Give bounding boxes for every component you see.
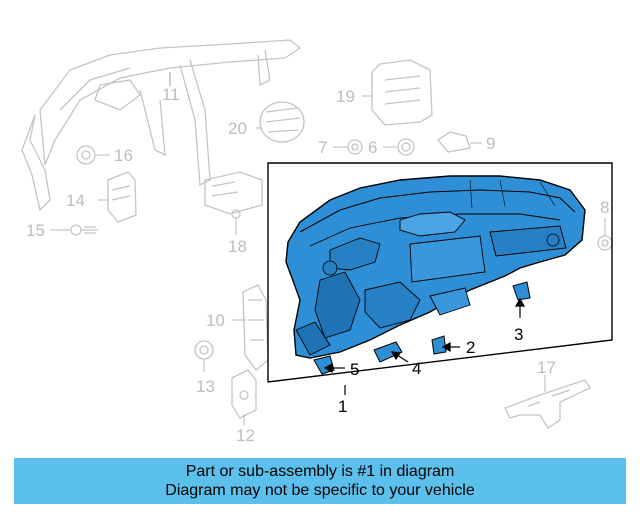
cross-car-beam xyxy=(21,39,302,212)
callout-8: 8 xyxy=(600,198,609,217)
side-panel-10 xyxy=(242,284,269,371)
callout-18: 18 xyxy=(228,237,247,256)
callout-leaders xyxy=(323,297,526,395)
callout-labels: 1 2 3 4 5 6 7 8 9 10 11 12 13 14 15 16 1… xyxy=(26,85,609,445)
clip-16 xyxy=(76,145,96,165)
control-module-18 xyxy=(204,171,263,219)
nut-8 xyxy=(597,235,613,251)
callout-3: 3 xyxy=(514,325,523,344)
callout-4: 4 xyxy=(412,359,421,378)
parts-diagram: 1 2 3 4 5 6 7 8 9 10 11 12 13 14 15 16 1… xyxy=(21,39,613,445)
callout-17: 17 xyxy=(537,358,556,377)
info-banner: Part or sub-assembly is #1 in diagram Di… xyxy=(14,458,626,504)
bracket-12 xyxy=(231,369,257,419)
callout-14: 14 xyxy=(66,191,85,210)
grommets xyxy=(347,138,415,156)
bolt-15 xyxy=(70,224,98,236)
ghost-leaders xyxy=(50,95,606,425)
callout-19: 19 xyxy=(336,87,355,106)
clip-9 xyxy=(437,131,471,153)
callout-7: 7 xyxy=(318,138,327,157)
callout-10: 10 xyxy=(206,311,225,330)
ghost-parts xyxy=(21,39,613,429)
callout-12: 12 xyxy=(236,426,255,445)
clip-2 xyxy=(431,335,447,355)
bracket-4 xyxy=(373,341,403,363)
callout-16: 16 xyxy=(114,146,133,165)
air-vent-center xyxy=(259,101,305,143)
bracket-17 xyxy=(504,379,591,429)
callout-5: 5 xyxy=(350,360,359,379)
box-small-parts xyxy=(313,281,531,375)
bracket-3 xyxy=(512,281,531,301)
callout-6: 6 xyxy=(368,138,377,157)
callout-1: 1 xyxy=(338,397,347,416)
callout-9: 9 xyxy=(486,134,495,153)
callout-13: 13 xyxy=(196,377,215,396)
banner-line-2: Diagram may not be specific to your vehi… xyxy=(165,482,475,499)
banner-line-1: Part or sub-assembly is #1 in diagram xyxy=(185,463,455,480)
callout-11: 11 xyxy=(162,85,180,104)
assembly-box xyxy=(267,162,613,383)
bracket-14 xyxy=(107,171,137,223)
callout-15: 15 xyxy=(26,221,45,240)
instrument-panel-highlight xyxy=(285,175,586,359)
grommet-13 xyxy=(194,340,214,360)
callout-2: 2 xyxy=(466,338,475,357)
callout-20: 20 xyxy=(228,119,247,138)
air-vent-right xyxy=(371,59,433,126)
